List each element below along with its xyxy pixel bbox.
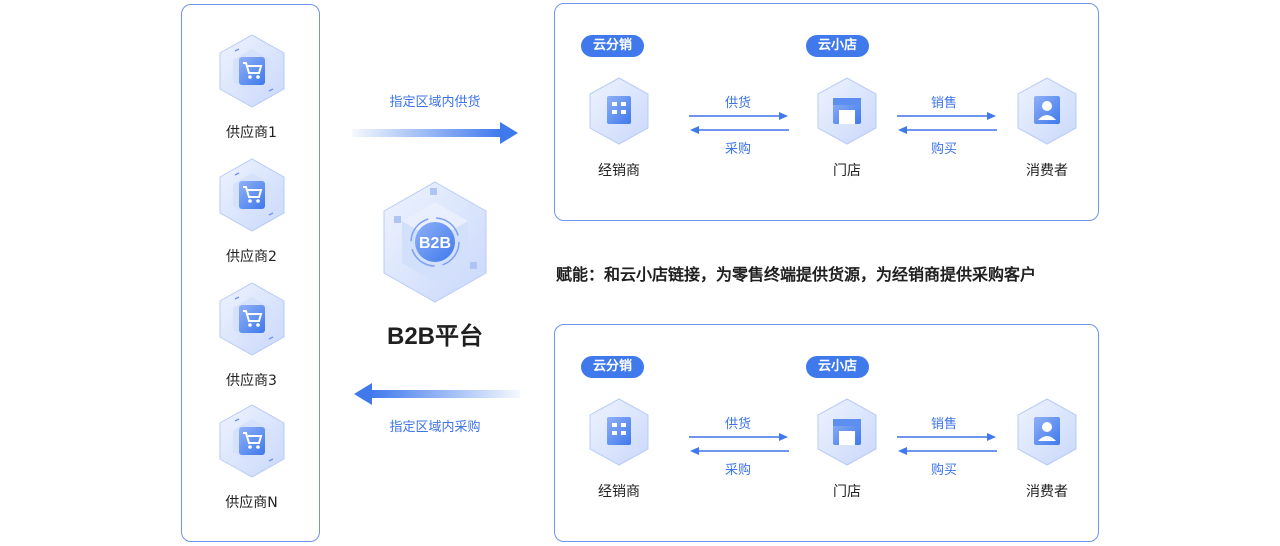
store-icon (817, 77, 877, 145)
node-consumer: 消费者 (1007, 397, 1087, 501)
tag-cloud-store: 云小店 (806, 356, 870, 378)
node-label: 经销商 (598, 163, 640, 179)
platform-title: B2B平台 (386, 323, 483, 350)
user-icon (1017, 398, 1077, 466)
empower-statement: 赋能：和云小店链接，为零售终端提供货源，为经销商提供采购客户 (556, 265, 1037, 284)
link-purchase-label: 采购 (724, 142, 751, 157)
supply-flow-arrow (352, 122, 518, 144)
supplier-item: 供应商N (182, 403, 321, 512)
supplier-label: 供应商N (225, 495, 278, 511)
purchase-flow-arrow (354, 383, 520, 405)
cart-icon (219, 404, 284, 478)
link-sell-label: 销售 (930, 96, 957, 111)
link-supply-label: 供货 (724, 417, 751, 432)
supplier-item: 供应商2 (182, 157, 321, 266)
supplier-label: 供应商1 (226, 125, 277, 141)
node-label: 消费者 (1026, 163, 1068, 179)
supply-flow-label: 指定区域内供货 (389, 95, 481, 110)
link-supply-label: 供货 (724, 96, 751, 111)
link-buy-label: 购买 (930, 142, 957, 157)
arrow-left-icon (690, 447, 789, 455)
node-label: 消费者 (1026, 484, 1068, 500)
node-store: 门店 (807, 397, 887, 501)
supplier-label: 供应商2 (226, 249, 277, 265)
scene-panel-bottom: 云分销 云小店 经销商 供货 采购 门店 销售 购买 (554, 324, 1099, 542)
supplier-panel: 供应商1 供应商2 供应商3 (181, 4, 320, 542)
link-sell-label: 销售 (930, 417, 957, 432)
building-icon (589, 398, 649, 466)
b2b-platform-icon: B2B (383, 181, 487, 303)
node-label: 门店 (833, 484, 861, 500)
arrow-left-icon (898, 447, 997, 455)
building-icon (589, 77, 649, 145)
user-icon (1017, 77, 1077, 145)
platform-badge: B2B (419, 235, 451, 252)
tag-cloud-store: 云小店 (806, 35, 870, 57)
node-distributor: 经销商 (579, 76, 659, 180)
link-buy-label: 购买 (930, 463, 957, 478)
node-store: 门店 (807, 76, 887, 180)
node-label: 门店 (833, 163, 861, 179)
cart-icon (219, 158, 284, 232)
node-distributor: 经销商 (579, 397, 659, 501)
arrow-right-icon (689, 112, 788, 120)
tag-cloud-distribution: 云分销 (581, 356, 645, 378)
arrow-right-icon (897, 112, 996, 120)
supplier-label: 供应商3 (226, 373, 277, 389)
tag-cloud-distribution: 云分销 (581, 35, 645, 57)
node-consumer: 消费者 (1007, 76, 1087, 180)
arrow-left-icon (898, 126, 997, 134)
node-label: 经销商 (598, 484, 640, 500)
purchase-flow-label: 指定区域内采购 (389, 420, 481, 435)
link-purchase-label: 采购 (724, 463, 751, 478)
supplier-item: 供应商3 (182, 281, 321, 390)
arrow-right-icon (897, 433, 996, 441)
scene-panel-top: 云分销 云小店 经销商 供货 采购 门店 销售 购买 (554, 3, 1099, 221)
store-icon (817, 398, 877, 466)
cart-icon (219, 282, 284, 356)
cart-icon (219, 34, 284, 108)
arrow-right-icon (689, 433, 788, 441)
supplier-item: 供应商1 (182, 33, 321, 142)
arrow-left-icon (690, 126, 789, 134)
